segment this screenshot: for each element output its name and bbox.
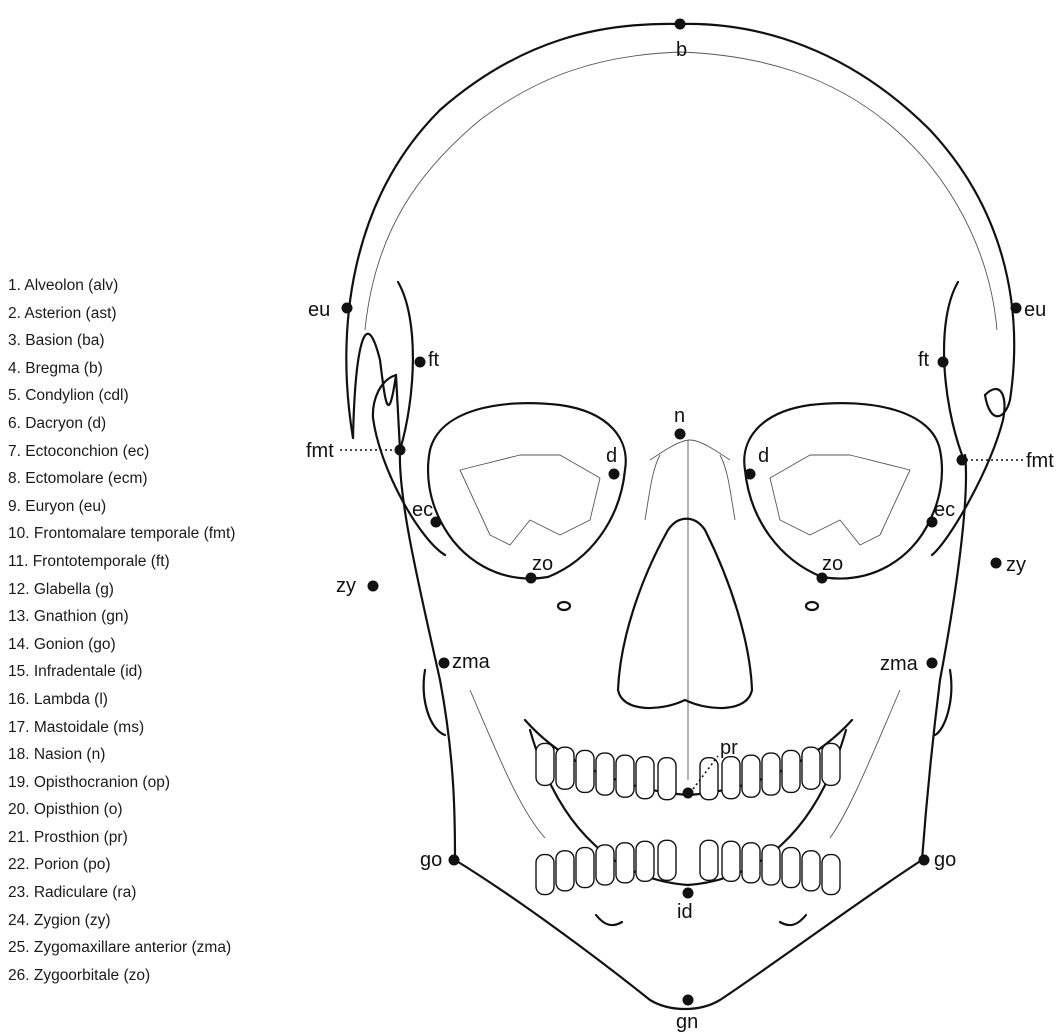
landmark-point-n [675, 429, 686, 440]
landmark-point-ft-right [938, 357, 949, 368]
landmark-go-right: go [934, 849, 956, 871]
tooth [802, 747, 820, 789]
left-orbit [428, 403, 626, 578]
landmark-eu-left: eu [308, 299, 330, 321]
tooth [536, 743, 554, 785]
tooth [782, 750, 800, 792]
landmark-n: n [674, 405, 685, 427]
landmark-point-d-right [745, 469, 756, 480]
left-infraorbital-foramen [558, 602, 570, 610]
tooth [700, 840, 718, 880]
tooth [636, 841, 654, 881]
left-cheek [373, 375, 445, 555]
landmark-id: id [677, 901, 693, 923]
landmark-point-ft-left [415, 357, 426, 368]
nasal-bones [645, 440, 735, 780]
tooth [742, 843, 760, 883]
left-mental-mark [596, 915, 622, 925]
tooth [556, 851, 574, 891]
landmark-point-zma-left [439, 658, 450, 669]
left-ramus-line [470, 690, 545, 838]
tooth [782, 848, 800, 888]
landmark-ec-left: ec [412, 499, 433, 521]
landmark-go-left: go [420, 849, 442, 871]
tooth [556, 747, 574, 789]
landmark-b: b [676, 39, 687, 61]
landmark-point-go-left [449, 855, 460, 866]
landmark-zy-left: zy [336, 575, 356, 597]
landmark-pr: pr [720, 737, 738, 759]
tooth [700, 758, 718, 800]
landmark-zy-right: zy [1006, 554, 1026, 576]
tooth [658, 840, 676, 880]
tooth [722, 757, 740, 799]
tooth [596, 753, 614, 795]
right-infraorbital-foramen [806, 602, 818, 610]
tooth [596, 845, 614, 885]
tooth [722, 841, 740, 881]
landmark-d-left: d [606, 445, 617, 467]
landmark-point-zy-right [991, 558, 1002, 569]
landmark-point-eu-right [1011, 303, 1022, 314]
landmark-ft-right: ft [918, 349, 930, 371]
landmark-point-id [683, 888, 694, 899]
landmark-point-pr [683, 788, 694, 799]
dentition [525, 720, 852, 895]
tooth [576, 848, 594, 888]
cranial-outline [346, 24, 1014, 438]
temporal-line-right [944, 282, 962, 455]
right-mental-mark [780, 915, 806, 925]
right-orbit-detail [770, 455, 910, 545]
landmark-eu-right: eu [1024, 299, 1046, 321]
tooth [762, 753, 780, 795]
landmark-zma-right: zma [880, 653, 919, 675]
tooth [742, 755, 760, 797]
left-zygomatic-contour [353, 334, 966, 1009]
landmark-point-fmt-right [957, 455, 968, 466]
landmark-fmt-right: fmt [1026, 450, 1054, 472]
landmark-point-d-left [609, 469, 620, 480]
landmark-point-go-right [919, 855, 930, 866]
landmark-zma-left: zma [452, 651, 491, 673]
tooth [762, 845, 780, 885]
landmark-point-gn [683, 995, 694, 1006]
tooth [802, 851, 820, 891]
tooth [576, 750, 594, 792]
temporal-line-left [398, 282, 413, 450]
left-orbit-detail [460, 455, 600, 545]
landmark-point-eu-left [342, 303, 353, 314]
landmark-point-zy-left [368, 581, 379, 592]
landmark-fmt-left: fmt [306, 440, 334, 462]
tooth [616, 755, 634, 797]
landmark-point-fmt-left [395, 445, 406, 456]
left-zygomatic-arch [424, 670, 445, 735]
tooth [822, 855, 840, 895]
tooth [822, 743, 840, 785]
landmark-d-right: d [758, 445, 769, 467]
nasal-aperture [618, 519, 752, 708]
landmark-point-b [675, 19, 686, 30]
landmark-zo-right: zo [822, 553, 843, 575]
tooth [616, 843, 634, 883]
tooth [536, 855, 554, 895]
tooth [658, 758, 676, 800]
landmark-ec-right: ec [934, 499, 955, 521]
landmark-zo-left: zo [532, 553, 553, 575]
landmark-gn: gn [676, 1011, 698, 1033]
landmark-point-zma-right [927, 658, 938, 669]
tooth [636, 757, 654, 799]
landmark-ft-left: ft [428, 349, 440, 371]
